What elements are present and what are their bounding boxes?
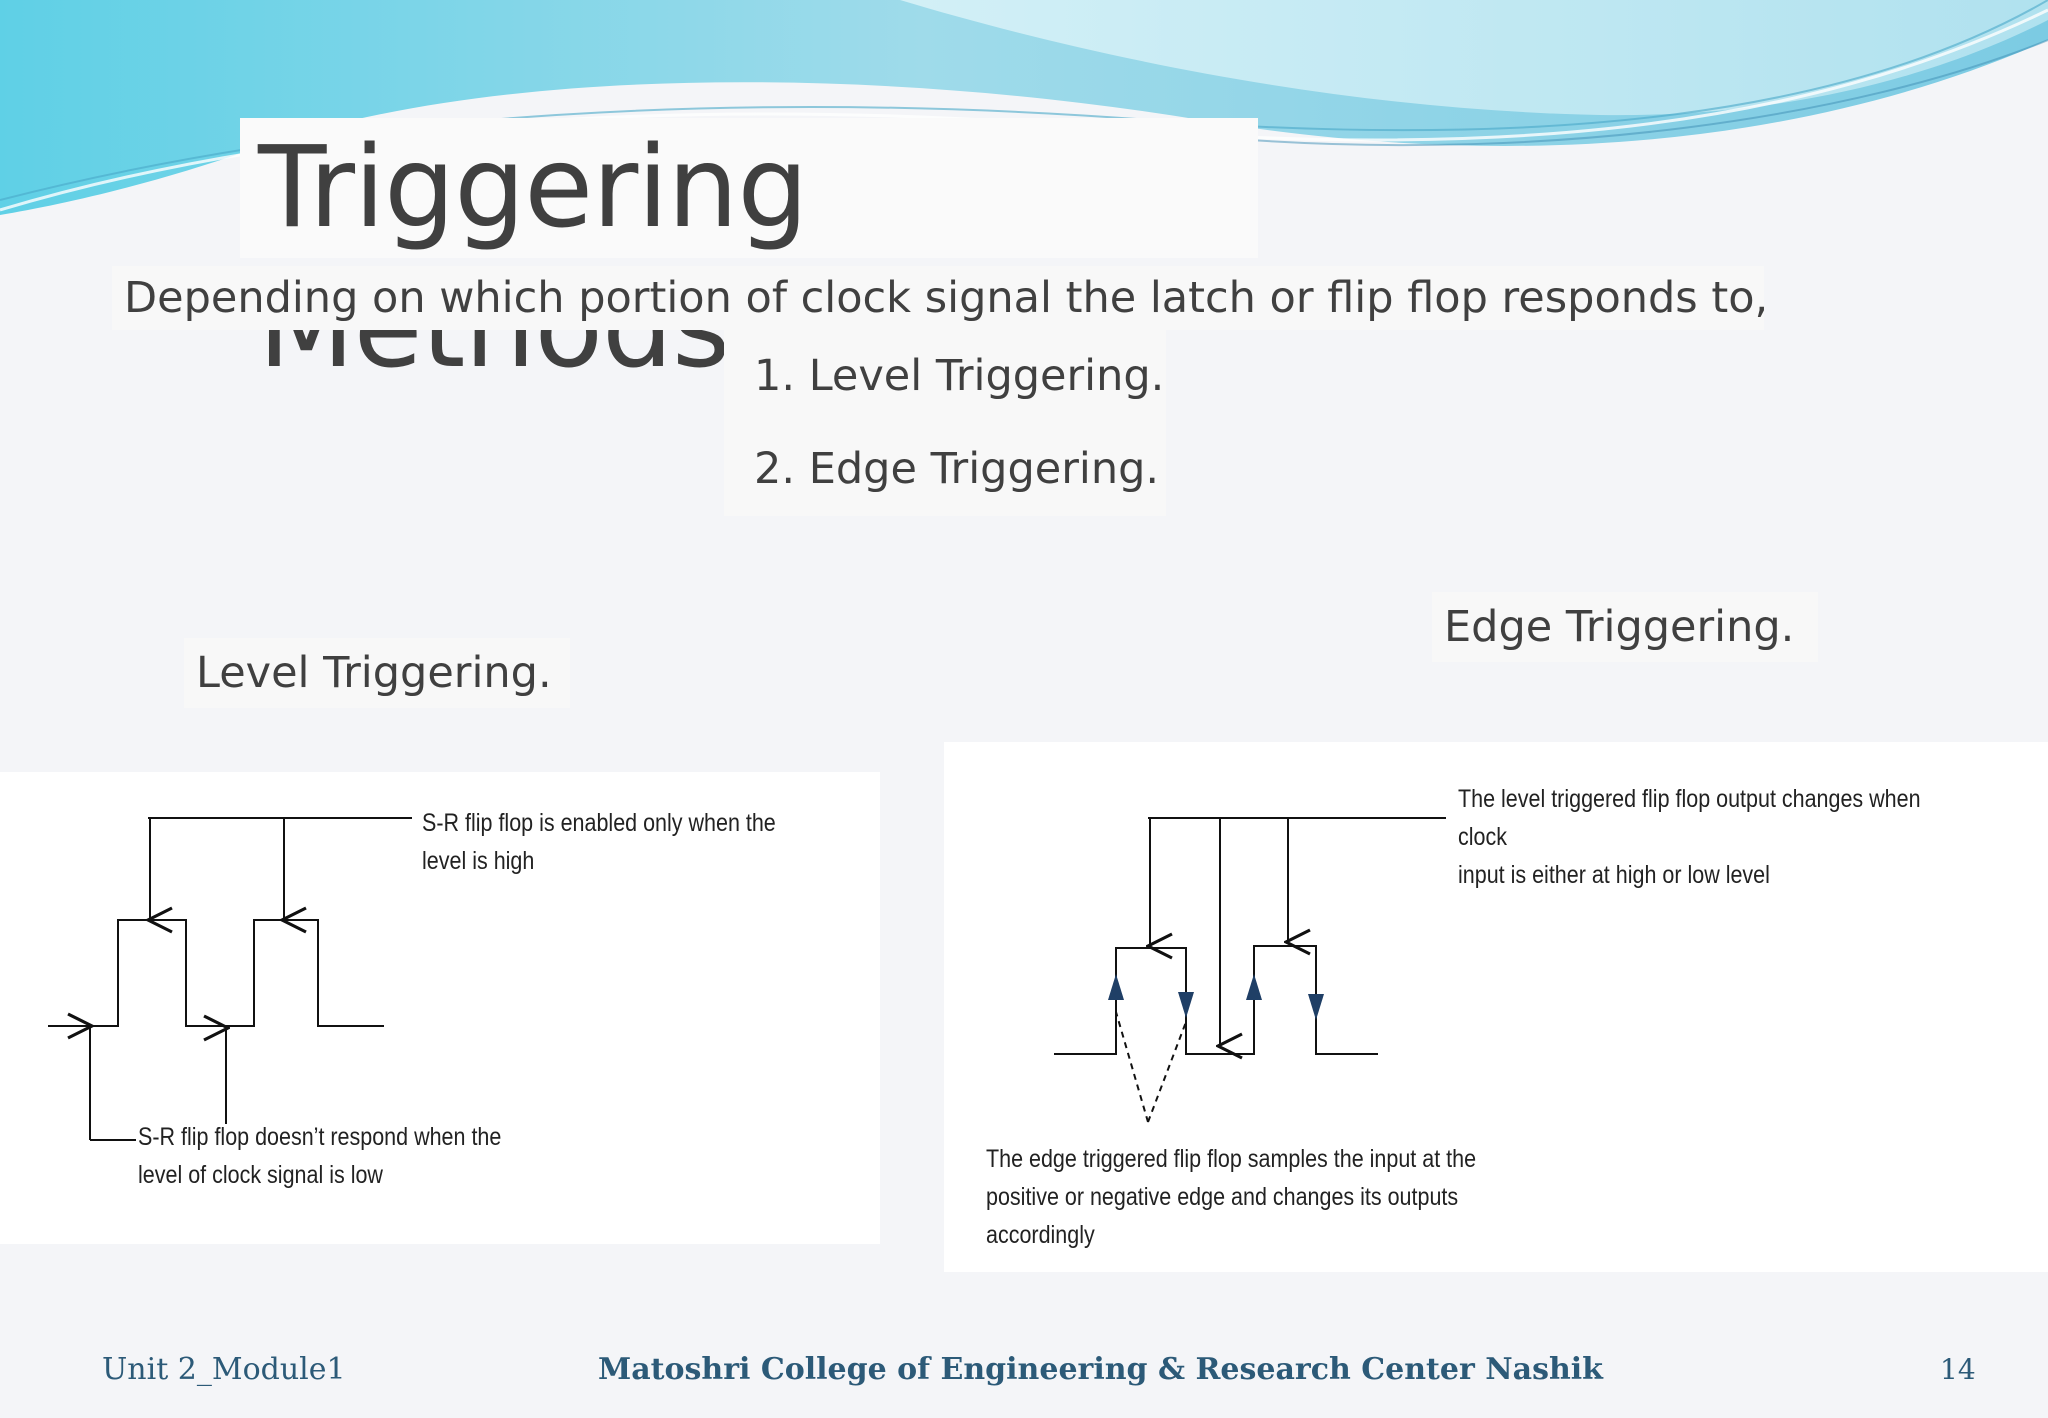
clock-signal-line (48, 920, 384, 1026)
footer-module: Unit 2_Module1 (102, 1352, 346, 1387)
falling-edge-arrow-1 (1178, 992, 1194, 1018)
footer-college: Matoshri College of Engineering & Resear… (598, 1352, 1603, 1387)
slide-title: Triggering Methods (240, 118, 1258, 393)
rising-edge-arrow-2 (1246, 974, 1262, 1000)
edge-samples-label: The edge triggered flip flop samples the… (986, 1145, 1477, 1249)
rising-edge-arrow-1 (1108, 974, 1124, 1000)
list-item-edge: 2. Edge Triggering. (754, 444, 1160, 494)
page-number: 14 (1940, 1353, 1976, 1386)
falling-edge-arrow-2 (1308, 994, 1324, 1020)
level-triggering-waveform (0, 772, 880, 1244)
list-item-level: 1. Level Triggering. (754, 351, 1165, 401)
level-triggering-heading: Level Triggering. (184, 638, 570, 708)
triggering-types-list: 1. Level Triggering. 2. Edge Triggering. (724, 330, 1166, 516)
level-not-respond-label: S-R flip flop doesn’t respond when the l… (138, 1123, 502, 1189)
edge-clock-signal-line (1054, 946, 1378, 1054)
intro-text: Depending on which portion of clock sign… (112, 266, 1768, 330)
level-enabled-label: S-R flip flop is enabled only when the l… (422, 809, 776, 875)
edge-triggering-waveform (944, 742, 2048, 1272)
edge-level-changes-label: The level triggered flip flop output cha… (1458, 785, 1921, 889)
level-triggering-diagram: S-R flip flop is enabled only when the l… (0, 772, 880, 1244)
edge-triggering-diagram: The level triggered flip flop output cha… (944, 742, 2048, 1272)
dashed-pointer-2 (1148, 1022, 1186, 1122)
dashed-pointer-1 (1116, 1012, 1148, 1122)
edge-triggering-heading: Edge Triggering. (1432, 592, 1818, 662)
